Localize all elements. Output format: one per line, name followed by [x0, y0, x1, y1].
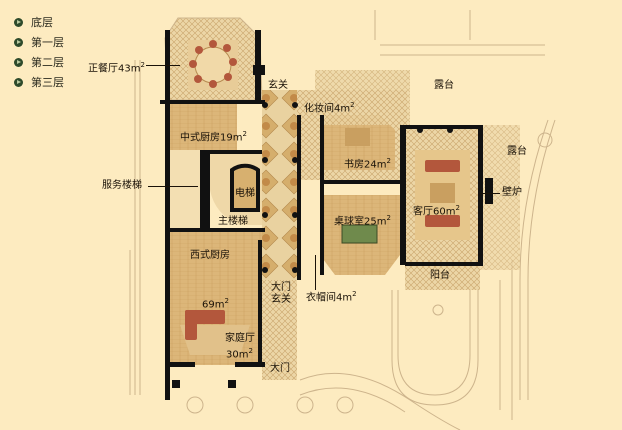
- chinese-kitchen: [165, 100, 237, 150]
- floor-nav-label: 第三层: [31, 76, 64, 89]
- label-dining-room: 正餐厅43m2: [88, 61, 145, 75]
- label-main-entry: 大门: [271, 282, 291, 293]
- label-powder-room: 化妆间4m2: [304, 101, 355, 115]
- floor-nav-basement[interactable]: 底层: [14, 12, 64, 32]
- leader-line: [315, 255, 316, 290]
- label-kitchen-area: 69m2: [202, 297, 229, 311]
- arrow-bullet-icon: [14, 17, 23, 27]
- label-elevator: 电梯: [235, 188, 255, 199]
- entry-path: [262, 280, 297, 380]
- label-service-stair: 服务楼梯: [102, 180, 142, 191]
- label-cloakroom: 衣帽间4m2: [306, 290, 357, 304]
- label-fireplace: 壁炉: [502, 187, 522, 198]
- label-living-room: 客厅60m2: [413, 204, 460, 218]
- floor-nav: 底层 第一层 第二层 第三层: [14, 12, 64, 92]
- floor-nav-label: 第一层: [31, 36, 64, 49]
- label-main-gate: 大门: [270, 363, 290, 374]
- label-main-stair: 主楼梯: [218, 216, 248, 227]
- arrow-bullet-icon: [14, 57, 23, 67]
- label-entry-top: 玄关: [268, 80, 288, 91]
- balcony: [405, 265, 480, 290]
- terrace-top: [315, 70, 410, 125]
- leader-line: [146, 65, 180, 66]
- exterior-outlines: [129, 10, 556, 430]
- floor-nav-second[interactable]: 第二层: [14, 52, 64, 72]
- columns: [262, 102, 453, 273]
- label-terrace-top: 露台: [434, 80, 454, 91]
- elevator-shaft: [230, 163, 260, 212]
- floor-nav-label: 第二层: [31, 56, 64, 69]
- label-balcony: 阳台: [430, 270, 450, 281]
- floor-nav-label: 底层: [31, 16, 53, 29]
- floor-nav-third[interactable]: 第三层: [14, 72, 64, 92]
- label-main-entry-foyer: 玄关: [271, 294, 291, 305]
- central-hall: [262, 90, 297, 280]
- label-terrace-right: 露台: [507, 146, 527, 157]
- label-western-kitchen: 西式厨房: [190, 250, 230, 261]
- walls: [160, 30, 493, 400]
- label-chinese-kitchen: 中式厨房19m2: [180, 130, 247, 144]
- label-study: 书房24m2: [344, 157, 391, 171]
- leader-line: [148, 186, 198, 187]
- arrow-bullet-icon: [14, 37, 23, 47]
- leader-line: [480, 193, 500, 194]
- label-billiard-room: 桌球室25m2: [334, 214, 391, 228]
- dining-chairs: [189, 40, 237, 88]
- floor-nav-first[interactable]: 第一层: [14, 32, 64, 52]
- label-family-room: 家庭厅: [225, 333, 255, 344]
- arrow-bullet-icon: [14, 77, 23, 87]
- label-family-room-area: 30m2: [226, 347, 253, 361]
